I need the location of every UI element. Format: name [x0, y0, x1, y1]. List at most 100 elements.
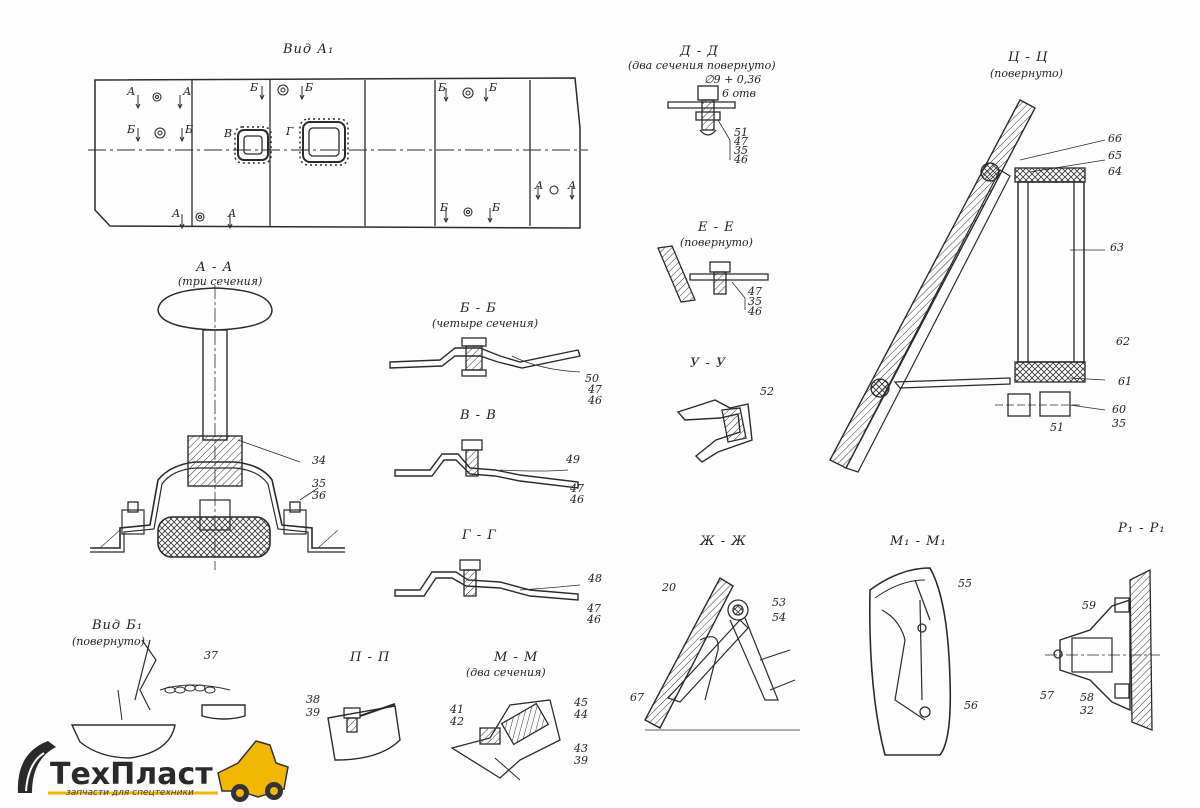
plan-mark: Б	[250, 81, 259, 94]
v-v-title: В - В	[460, 408, 497, 423]
d-d-note: (два сечения повернуто)	[628, 59, 776, 72]
callout-e-e: 46	[748, 305, 762, 318]
b-b-title: Б - Б	[460, 301, 497, 316]
callout-zh-zh: 67	[630, 691, 644, 704]
plan-mark: А	[568, 179, 577, 192]
plan-mark: Г	[286, 125, 294, 138]
section-m1-m1	[869, 567, 952, 756]
d-d-holes: 6 отв	[722, 87, 756, 100]
p-p-title: П - П	[350, 650, 391, 665]
callout-a-a: 35	[312, 477, 326, 490]
zh-zh-title: Ж - Ж	[700, 534, 747, 549]
callout-m-m: 45	[574, 696, 588, 709]
callout-e-e: 47	[748, 285, 762, 298]
callout-g-g: 47	[587, 602, 601, 615]
e-e-note: (повернуто)	[680, 236, 753, 249]
callout-b-b: 46	[588, 394, 602, 407]
d-d-title: Д - Д	[680, 44, 719, 59]
callout-r1-r1: 58	[1080, 691, 1094, 704]
vid-b1-note: (повернуто)	[72, 635, 145, 648]
callout-ts-ts: 60	[1112, 403, 1126, 416]
callout-g-g: 46	[587, 613, 601, 626]
u-u-title: У - У	[690, 356, 727, 371]
plan-mark: Б	[492, 201, 501, 214]
callout-ts-ts: 62	[1116, 335, 1130, 348]
callout-m1-m1: 56	[964, 699, 978, 712]
section-a-a	[90, 285, 345, 570]
m1-m1-title: М₁ - М₁	[890, 534, 947, 549]
vid-a1-title: Вид А₁	[283, 42, 335, 57]
section-g-g	[394, 559, 581, 601]
callout-ts-ts: 61	[1118, 375, 1132, 388]
ts-ts-note: (повернуто)	[990, 67, 1063, 80]
a-a-note: (три сечения)	[178, 275, 263, 288]
callout-vid-b1: 37	[204, 649, 218, 662]
callout-m-m: 41	[450, 703, 464, 716]
brand-name: ТехПласт	[50, 757, 213, 792]
plan-view-a1	[88, 77, 588, 230]
callout-m-m: 42	[450, 715, 464, 728]
callout-e-e: 35	[748, 295, 762, 308]
plan-mark: А	[535, 179, 544, 192]
section-d-d	[667, 85, 736, 160]
callout-u-u: 52	[760, 385, 774, 398]
section-e-e	[657, 245, 769, 310]
callout-v-v: 47	[570, 482, 584, 495]
callout-zh-zh: 54	[772, 611, 786, 624]
plan-mark: Б	[438, 81, 447, 94]
plan-mark: Б	[185, 123, 194, 136]
callout-p-p: 39	[306, 706, 320, 719]
d-d-dim: ∅9 + 0,36	[704, 73, 762, 86]
callout-ts-ts: 65	[1108, 149, 1122, 162]
plan-mark: А	[228, 207, 237, 220]
m-m-note: (два сечения)	[466, 666, 546, 679]
m-m-title: М - М	[494, 650, 539, 665]
callout-p-p: 38	[306, 693, 320, 706]
callout-d-d: 51	[734, 126, 748, 139]
view-b1	[70, 639, 246, 759]
callout-a-a: 34	[312, 454, 326, 467]
r1-r1-title: Р₁ - Р₁	[1118, 521, 1166, 536]
callout-ts-ts: 64	[1108, 165, 1122, 178]
callout-m-m: 39	[574, 754, 588, 767]
plan-mark: Б	[440, 201, 449, 214]
callout-r1-r1: 57	[1040, 689, 1054, 702]
callout-b-b: 50	[585, 372, 599, 385]
plan-mark: А	[172, 207, 181, 220]
section-ts-ts	[829, 99, 1106, 473]
plan-mark: А	[183, 85, 192, 98]
e-e-title: Е - Е	[698, 220, 735, 235]
callout-b-b: 47	[588, 383, 602, 396]
callout-m-m: 44	[574, 708, 588, 721]
brand-tagline: запчасти для спецтехники	[66, 788, 194, 798]
callout-m1-m1: 55	[958, 577, 972, 590]
callout-d-d: 46	[734, 153, 748, 166]
b-b-note: (четыре сечения)	[432, 317, 539, 330]
callout-m-m: 43	[574, 742, 588, 755]
section-b-b	[389, 337, 581, 377]
callout-r1-r1: 32	[1080, 704, 1094, 717]
section-u-u	[676, 399, 753, 463]
callout-r1-r1: 59	[1082, 599, 1096, 612]
g-g-title: Г - Г	[462, 528, 497, 543]
callout-v-v: 49	[566, 453, 580, 466]
section-p-p	[327, 703, 401, 761]
callout-zh-zh: 20	[662, 581, 676, 594]
brand-logo-icon	[17, 740, 289, 802]
section-v-v	[394, 439, 579, 489]
callout-ts-ts: 63	[1110, 241, 1124, 254]
plan-mark: А	[127, 85, 136, 98]
a-a-title: А - А	[196, 260, 234, 275]
section-m-m	[450, 699, 561, 781]
vid-b1-title: Вид Б₁	[92, 618, 144, 633]
callout-v-v: 46	[570, 493, 584, 506]
ts-ts-title: Ц - Ц	[1008, 50, 1049, 65]
plan-mark: В	[224, 127, 233, 140]
callout-zh-zh: 53	[772, 596, 786, 609]
callout-ts-ts: 66	[1108, 132, 1122, 145]
section-zh-zh	[644, 577, 800, 731]
plan-mark: Б	[127, 123, 136, 136]
callout-ts-ts: 35	[1112, 417, 1126, 430]
